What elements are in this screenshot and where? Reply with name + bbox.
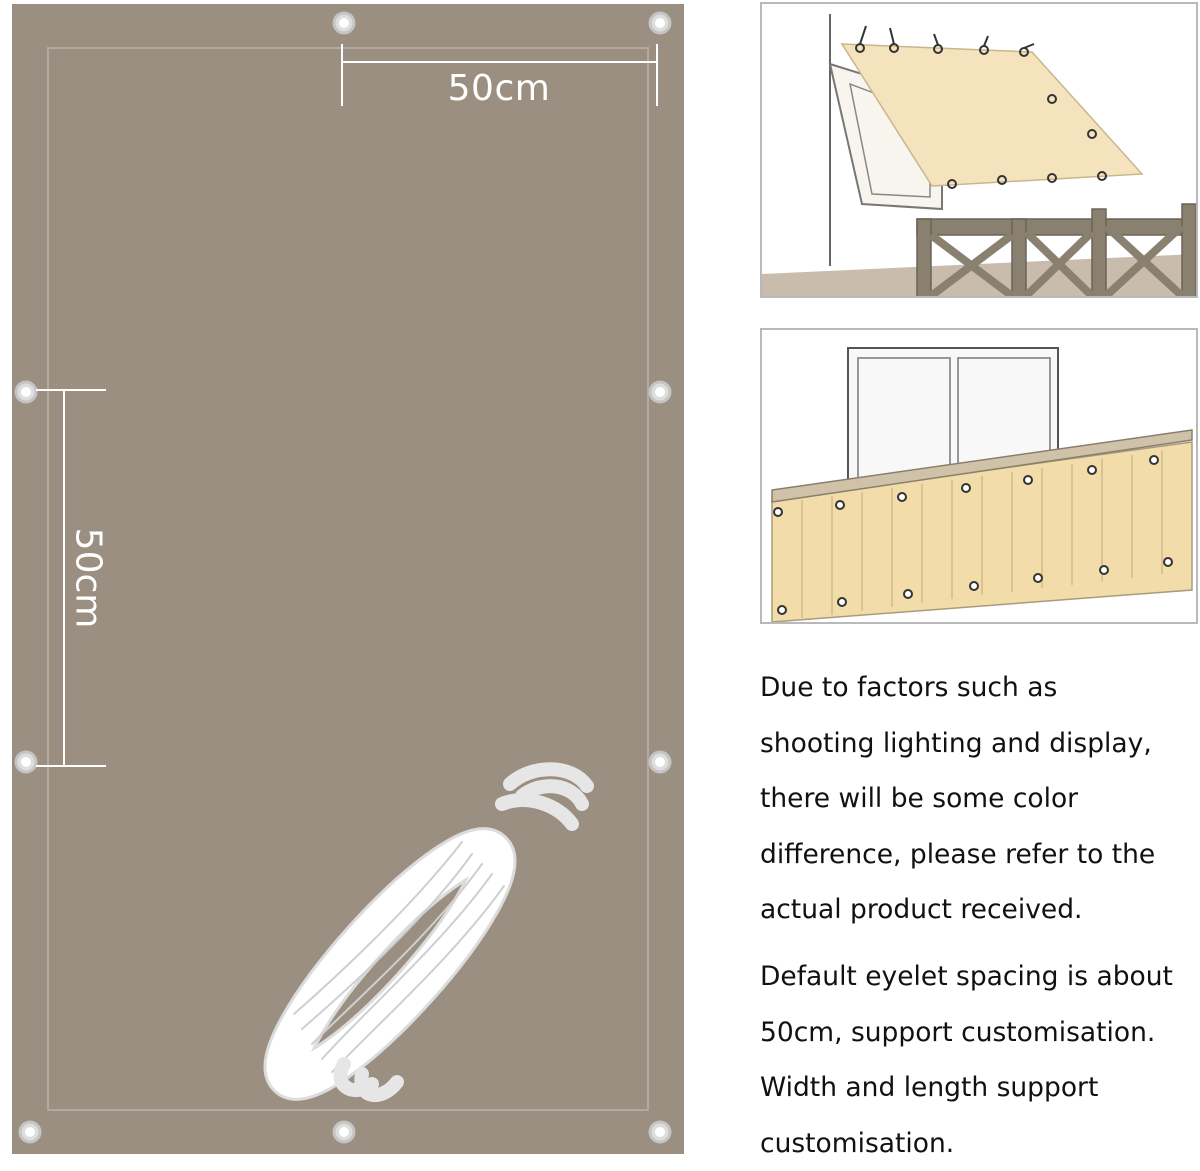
awning-illustration <box>760 2 1198 298</box>
eyelet-icon <box>20 1122 40 1142</box>
notice-line: Default eyelet spacing is about <box>760 949 1200 1005</box>
notice-line: difference, please refer to the <box>760 827 1200 883</box>
eyelet-icon <box>16 752 36 772</box>
horizontal-dimension-label: 50cm <box>340 68 658 109</box>
eyelet-icon <box>334 13 354 33</box>
eyelet-spacing-notice: Default eyelet spacing is about 50cm, su… <box>760 949 1200 1171</box>
eyelet-icon <box>334 1122 354 1142</box>
notice-line: Width and length support <box>760 1060 1200 1116</box>
shade-panel <box>12 4 684 1154</box>
notice-line: Due to factors such as <box>760 660 1200 716</box>
notice-line: actual product received. <box>760 882 1200 938</box>
vertical-dimension-label: 50cm <box>68 528 109 629</box>
notice-line: customisation. <box>760 1116 1200 1171</box>
eyelet-icon <box>650 752 670 772</box>
eyelet-icon <box>650 1122 670 1142</box>
balcony-railing-illustration <box>760 328 1198 624</box>
notice-line: there will be some color <box>760 771 1200 827</box>
color-difference-notice: Due to factors such as shooting lighting… <box>760 660 1200 938</box>
eyelet-icon <box>650 382 670 402</box>
notice-line: shooting lighting and display, <box>760 716 1200 772</box>
eyelet-icon <box>16 382 36 402</box>
notice-line: 50cm, support customisation. <box>760 1005 1200 1061</box>
eyelet-icon <box>650 13 670 33</box>
